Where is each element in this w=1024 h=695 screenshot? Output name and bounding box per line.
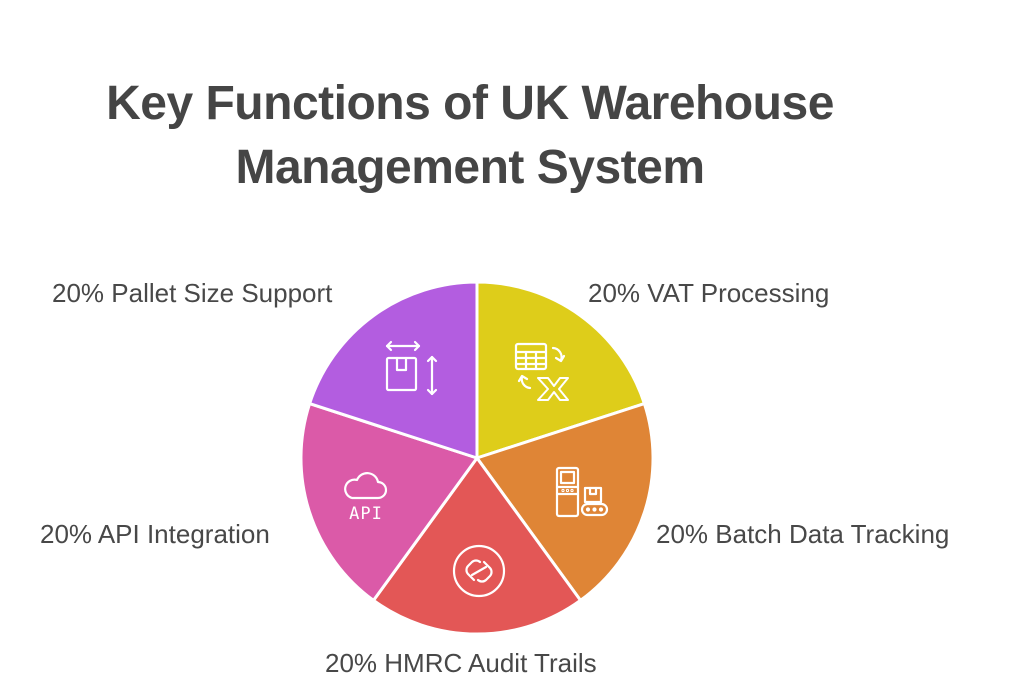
pie-slice-api-integration	[299, 402, 479, 602]
chart-title: Key Functions of UK Warehouse Management…	[0, 72, 940, 200]
label-pallet-size-support: 20% Pallet Size Support	[52, 278, 333, 308]
audit-link-icon	[452, 544, 506, 598]
chart-title-line-1: Key Functions of UK Warehouse	[106, 77, 834, 130]
spreadsheet-exchange-icon	[514, 342, 569, 401]
label-vat-processing: 20% VAT Processing	[588, 278, 830, 308]
pie-slice-vat-processing	[475, 280, 646, 460]
pie-slice-pallet-size-support	[308, 280, 479, 460]
api-icon-text: API	[349, 504, 383, 524]
pie-slice-batch-data-tracking	[475, 402, 655, 602]
label-hmrc-audit-trails: 20% HMRC Audit Trails	[325, 648, 597, 678]
chart-title-line-2: Management System	[235, 141, 706, 194]
cloud-api-icon: API	[344, 472, 388, 524]
box-dimensions-icon	[385, 340, 438, 396]
label-batch-data-tracking: 20% Batch Data Tracking	[656, 519, 950, 549]
machine-conveyor-icon	[555, 466, 609, 518]
label-api-integration: 20% API Integration	[40, 519, 270, 549]
